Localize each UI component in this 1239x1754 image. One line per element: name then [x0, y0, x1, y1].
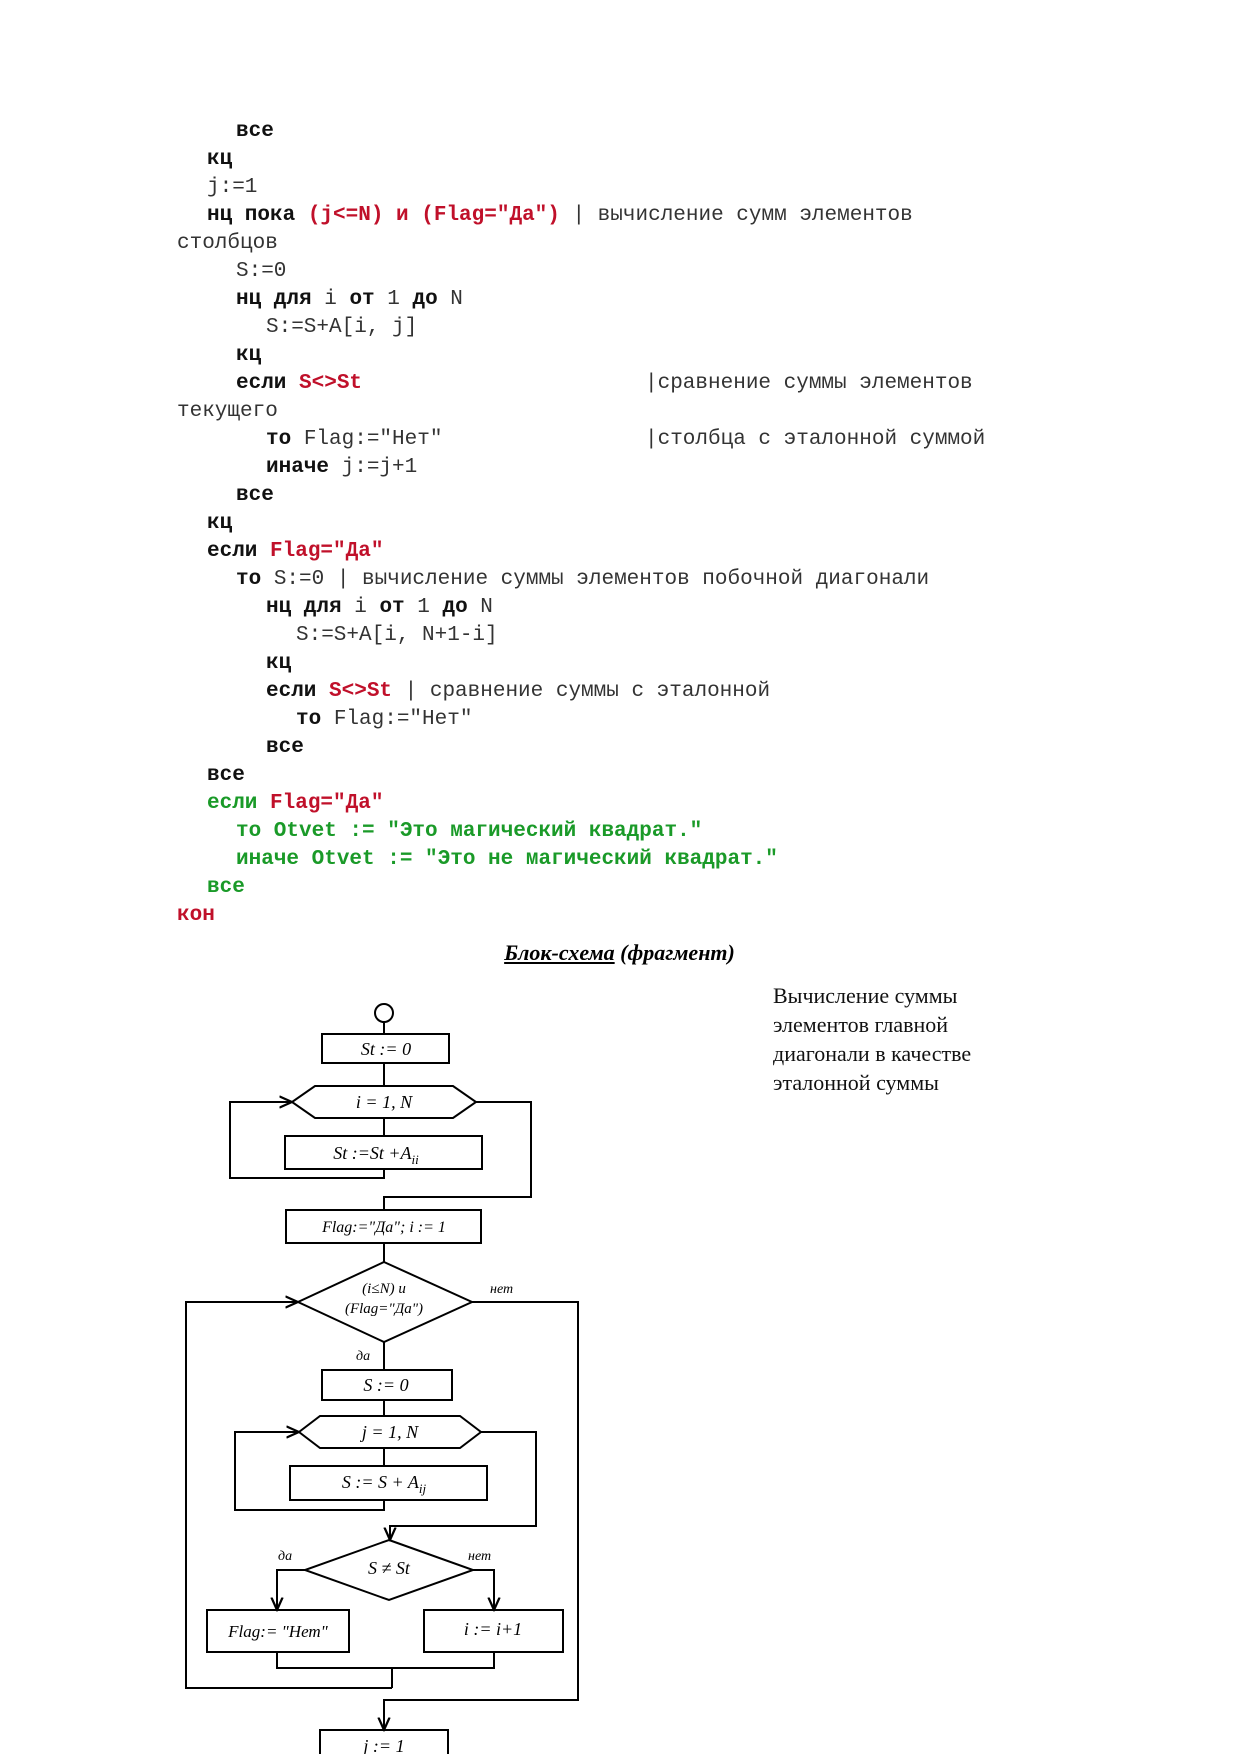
code-line-12: то Flag:="Нет" — [266, 428, 443, 451]
cond1-line1: (i≤N) и — [362, 1281, 406, 1297]
code-line-7: нц для i от 1 до N — [236, 288, 463, 311]
code-comment-10: |сравнение суммы элементов — [645, 372, 973, 395]
code-line-2: кц — [207, 148, 233, 171]
cond1-yes-label: да — [356, 1349, 370, 1364]
code-line-5: столбцов — [177, 232, 278, 255]
st-sum-label: St :=St +Aii — [333, 1143, 419, 1167]
s-init-label: S := 0 — [363, 1375, 408, 1395]
code-line-25: если Flag="Да" — [207, 792, 384, 815]
code-line-4: нц пока (j<=N) и (Flag="Да") | вычислени… — [207, 204, 913, 227]
code-line-26: то Otvet := "Это магический квадрат." — [236, 820, 703, 843]
inc-label: i := i+1 — [464, 1619, 522, 1639]
j-init-box — [319, 1729, 449, 1754]
s-sum-box — [289, 1465, 488, 1501]
code-line-13: иначе j:=j+1 — [266, 456, 418, 479]
flowchart-note: Вычисление суммы элементов главной диаго… — [773, 983, 972, 1095]
s-sum-label: S := S + Aij — [342, 1472, 427, 1496]
st-init-label: St := 0 — [361, 1039, 411, 1059]
code-line-27: иначе Otvet := "Это не магический квадра… — [236, 848, 778, 871]
cond2-diamond — [302, 1538, 476, 1602]
code-line-15: кц — [207, 512, 233, 535]
code-line-18: нц для i от 1 до N — [266, 596, 493, 619]
code-line-23: все — [266, 736, 304, 759]
cond2-no-label: нет — [468, 1549, 491, 1564]
code-line-24: все — [207, 764, 245, 787]
loop-i-label: i = 1, N — [356, 1092, 413, 1112]
code-line-14: все — [236, 484, 274, 507]
code-line-19: S:=S+A[i, N+1-i] — [296, 624, 498, 647]
s-init-box — [321, 1369, 453, 1401]
code-line-6: S:=0 — [236, 260, 287, 283]
flowchart: St := 0 i = 1, N St :=St +Aii Flag:="Да"… — [185, 1003, 579, 1754]
j-init-label: j := 1 — [361, 1736, 404, 1754]
code-line-21: если S<>St | сравнение суммы с эталонной — [266, 680, 771, 703]
code-line-10: если S<>St — [236, 372, 363, 395]
loop-j-label: j = 1, N — [360, 1422, 419, 1442]
st-init-box — [321, 1033, 450, 1064]
code-comment-12: |столбца с эталонной суммой — [645, 428, 986, 451]
start-terminator — [374, 1003, 394, 1023]
flag-no-label: Flag:= "Нет" — [227, 1622, 329, 1641]
code-line-8: S:=S+A[i, j] — [266, 316, 418, 339]
cond2-label: S ≠ St — [368, 1558, 411, 1578]
flowchart-heading: Блок-схема (фрагмент) — [504, 940, 735, 965]
code-line-20: кц — [266, 652, 292, 675]
code-line-29: кон — [177, 904, 215, 927]
code-line-3: j:=1 — [207, 176, 258, 199]
cond1-line2: (Flag="Да") — [345, 1301, 423, 1317]
code-line-22: то Flag:="Нет" — [296, 708, 473, 731]
cond2-yes-label: да — [278, 1549, 292, 1564]
cond1-no-label: нет — [490, 1282, 513, 1297]
code-line-11: текущего — [177, 400, 278, 423]
flag-init-label: Flag:="Да"; i := 1 — [321, 1219, 446, 1236]
code-line-16: если Flag="Да" — [207, 540, 384, 563]
code-line-28: все — [207, 876, 245, 899]
code-line-1: все — [236, 120, 274, 143]
code-line-9: кц — [236, 344, 262, 367]
code-line-17: то S:=0 | вычисление суммы элементов поб… — [236, 568, 930, 591]
